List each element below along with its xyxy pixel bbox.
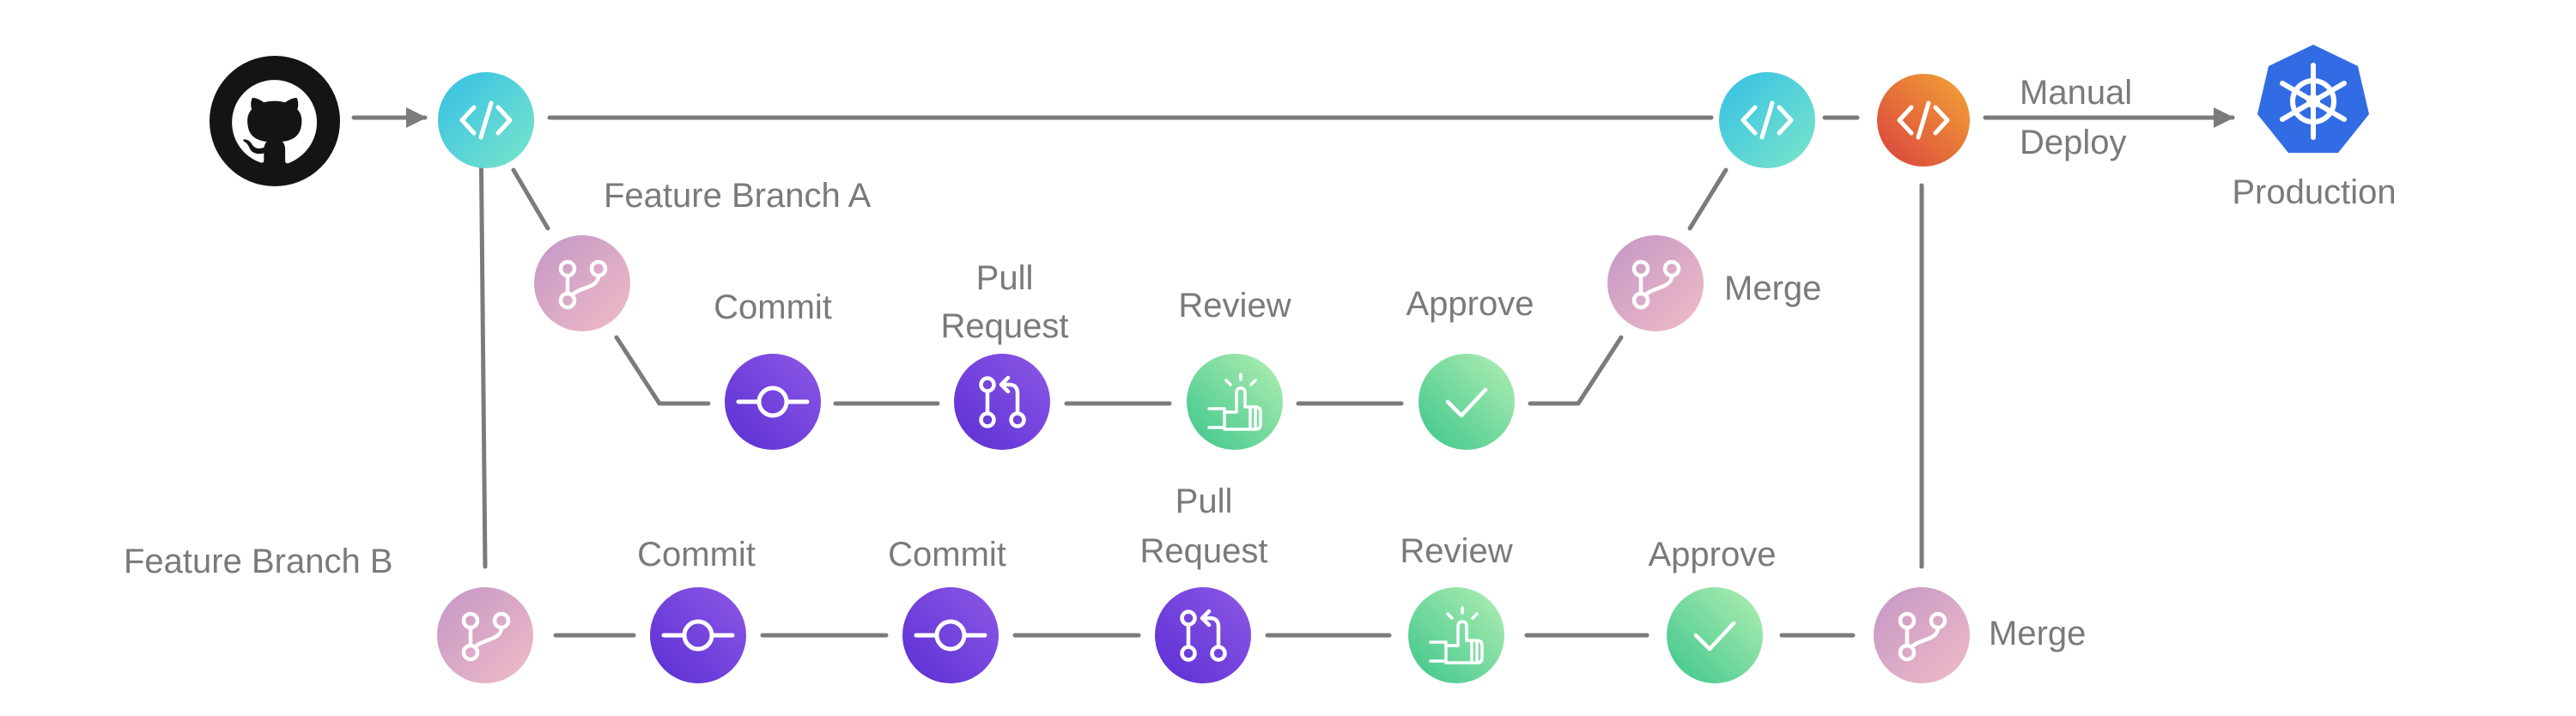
branch-icon	[1874, 587, 1970, 683]
approve-check-icon	[1419, 354, 1515, 450]
pull-request-icon	[954, 354, 1050, 450]
connectors	[351, 107, 2235, 638]
branch-a-pull-request-label-line-1: Pull	[975, 259, 1034, 297]
branch-a-merge-label: Merge	[1724, 270, 1822, 307]
manual-deploy-label-line-2: Deploy	[2020, 124, 2127, 161]
connector-branch-b-start	[478, 122, 488, 569]
review-hand-icon	[1187, 354, 1283, 450]
approve-check-icon	[1667, 587, 1763, 683]
production-label: Production	[2232, 173, 2397, 211]
branch-b-merge-label: Merge	[1989, 615, 2087, 652]
manual-deploy-label-line-1: Manual	[2020, 74, 2133, 112]
branch-icon	[534, 235, 630, 331]
branch-icon	[437, 587, 533, 683]
branch-a-approve-label: Approve	[1406, 285, 1534, 323]
code-icon	[438, 72, 534, 168]
branch-b-pull-request-label-line-2: Request	[1139, 532, 1268, 570]
github-icon	[210, 56, 340, 186]
connector-a-approve-merge	[1528, 335, 1624, 406]
connector-a-merge-to-main	[1687, 167, 1728, 231]
pull-request-icon	[1155, 587, 1251, 683]
commit-icon	[650, 587, 746, 683]
commit-icon	[902, 587, 999, 683]
feature-branch-a-label: Feature Branch A	[604, 177, 872, 215]
commit-icon	[725, 354, 821, 450]
review-hand-icon	[1408, 587, 1504, 683]
branch-icon	[1607, 235, 1704, 331]
branch-a-commit-label: Commit	[714, 288, 832, 326]
feature-branch-b-label: Feature Branch B	[124, 543, 393, 580]
branch-a-review-label: Review	[1178, 287, 1291, 325]
branch-b-commit-2-label: Commit	[888, 536, 1006, 573]
code-icon	[1719, 72, 1815, 168]
connector-branch-a-down	[614, 335, 711, 406]
branch-b-review-label: Review	[1400, 532, 1513, 570]
branch-a-pull-request-label-line-2: Request	[940, 307, 1069, 345]
branch-b-pull-request-label-line-1: Pull	[1175, 482, 1233, 520]
branch-b-commit-1-label: Commit	[637, 536, 756, 573]
connector-branch-a-start	[511, 167, 550, 231]
branch-b-approve-label: Approve	[1648, 536, 1777, 573]
kubernetes-helm-icon	[2257, 45, 2369, 153]
code-icon	[1877, 74, 1970, 167]
